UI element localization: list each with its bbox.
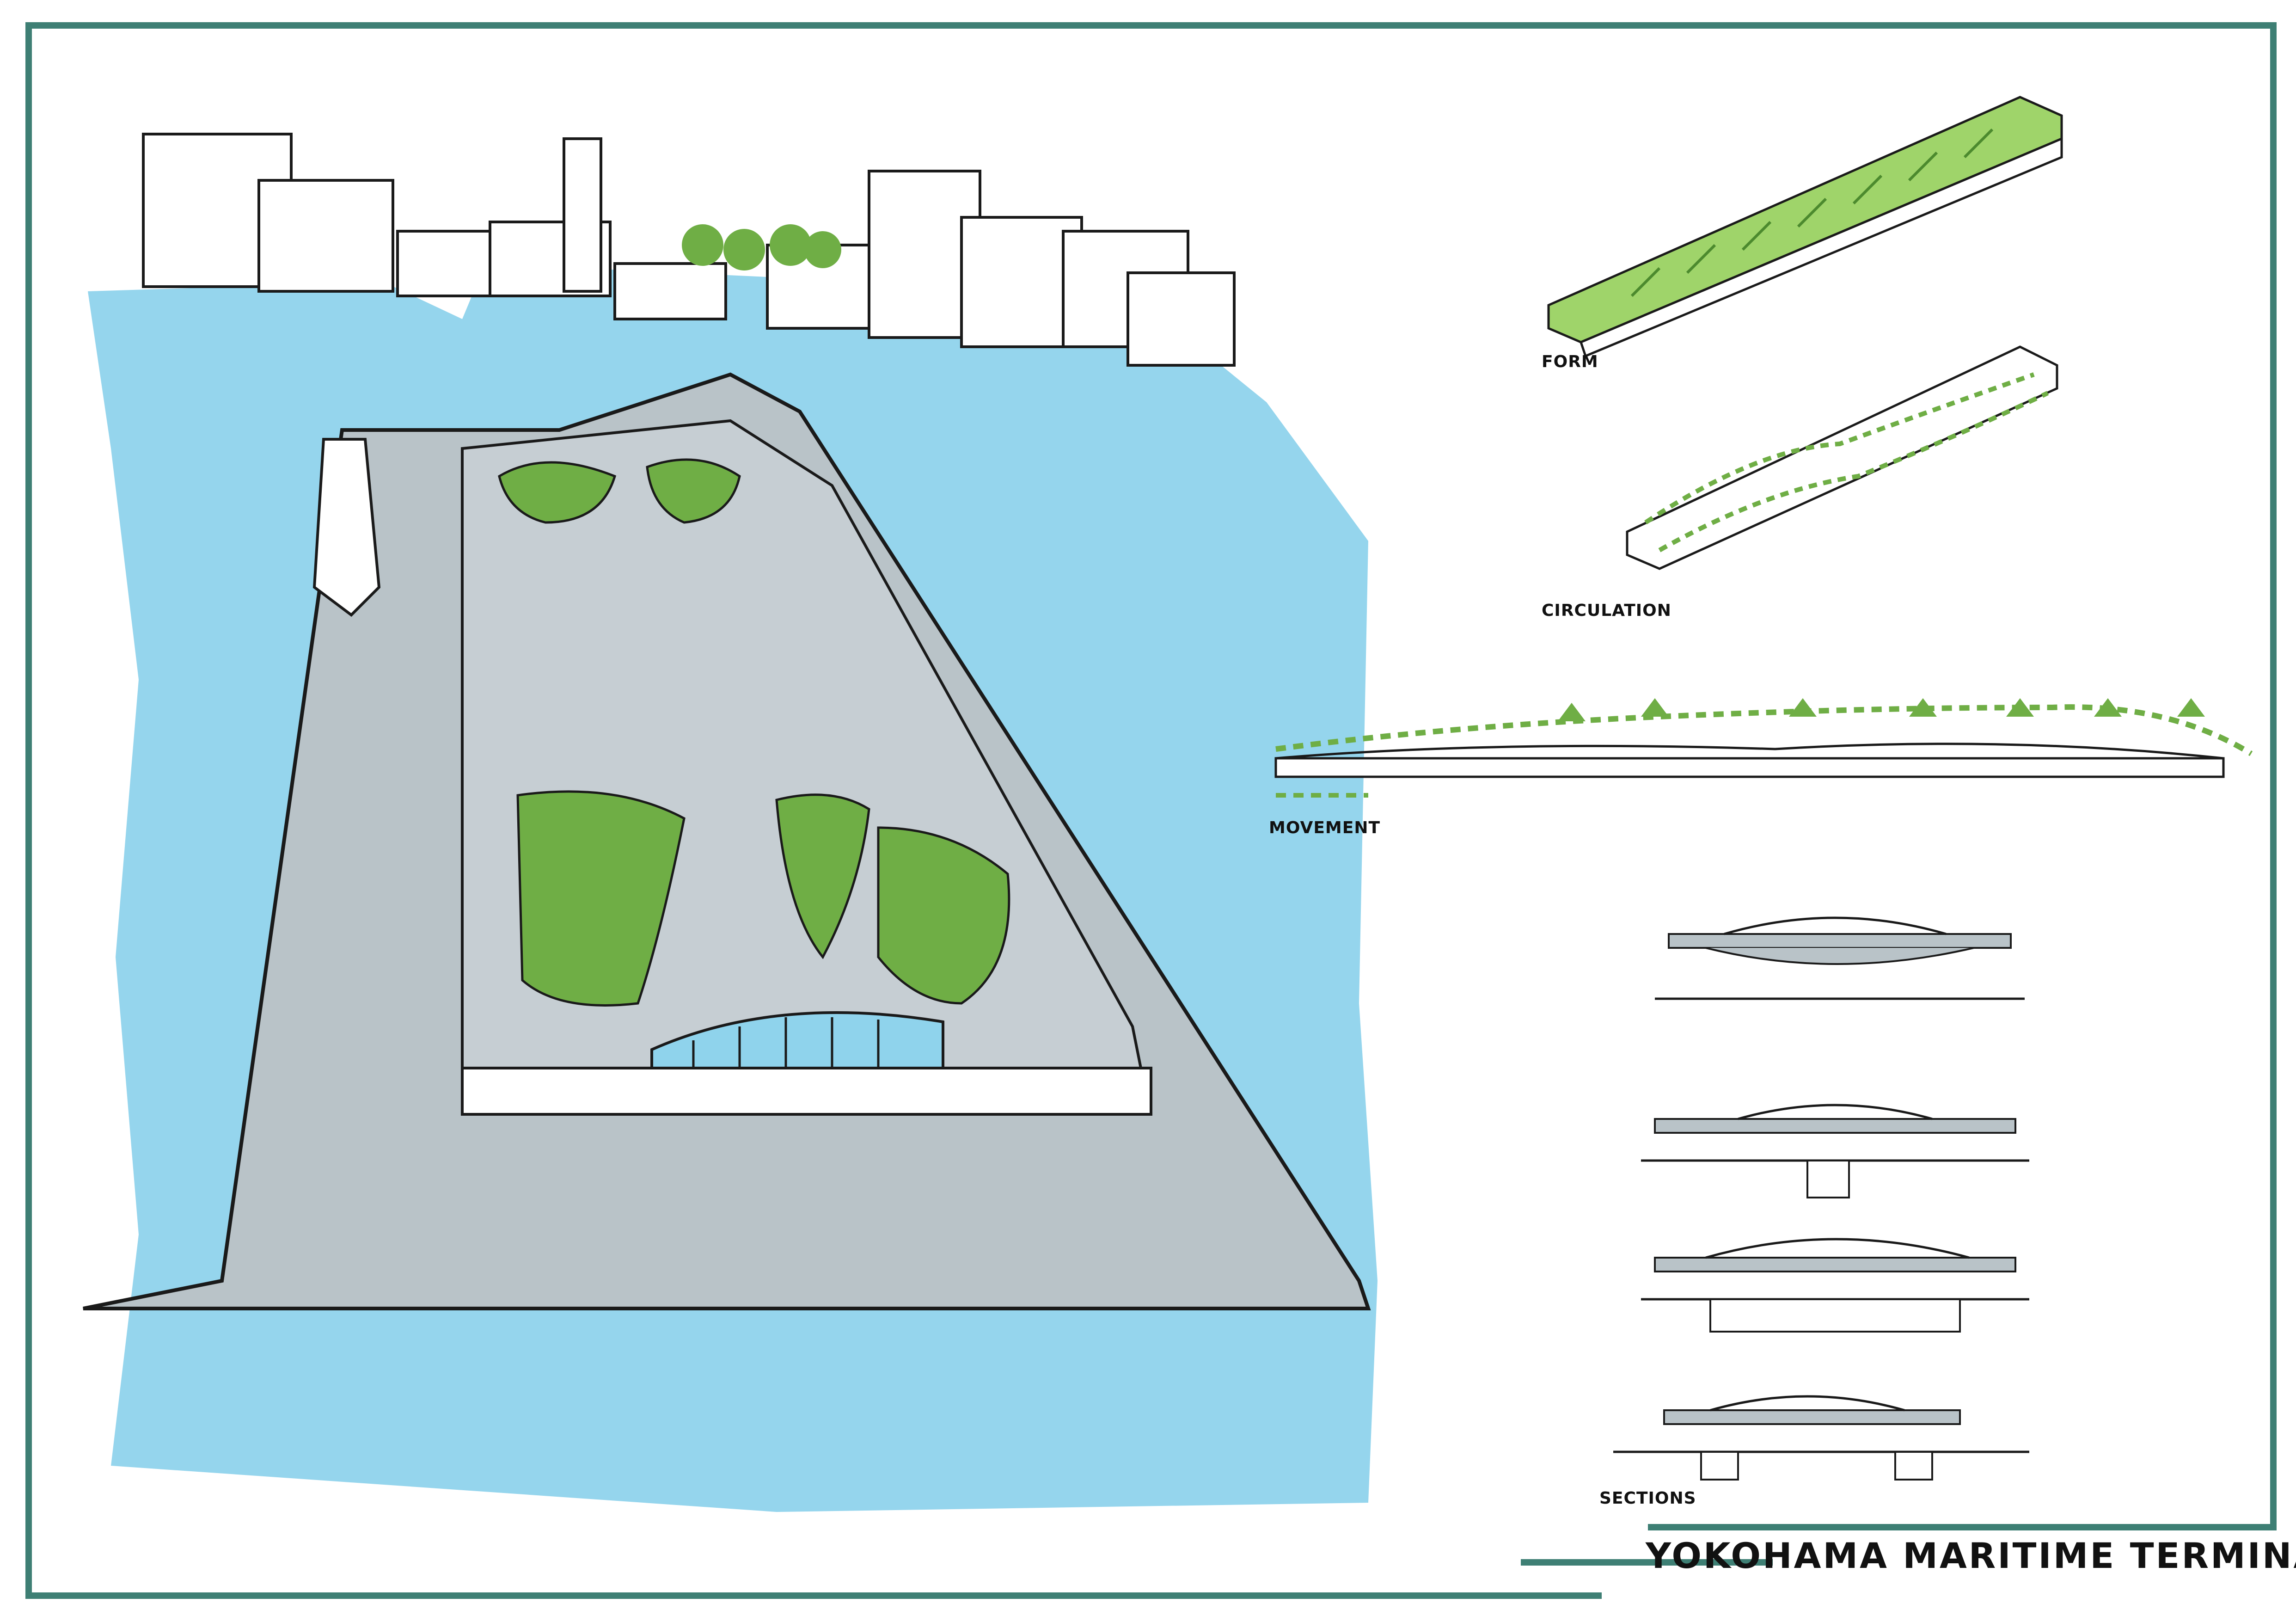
section-band [461, 1067, 1152, 1116]
section-diagram-4 [1613, 1395, 2029, 1481]
form-label: FORM [1542, 352, 1598, 371]
frame-bottom-right [1648, 1524, 2277, 1530]
ship [312, 438, 381, 617]
frame-left [25, 22, 32, 1599]
section-diagram-2 [1641, 1104, 2029, 1198]
frame-bottom [25, 1592, 1602, 1599]
green-roof-patches [498, 458, 1010, 1007]
circulation-label: CIRCULATION [1542, 601, 1671, 620]
frame-top [25, 22, 2277, 29]
frame-right [2270, 22, 2277, 1530]
movement-diagram [1274, 698, 2253, 798]
terminal-perspective-sketch [83, 133, 1378, 1512]
circulation-diagram [1626, 345, 2058, 570]
title-underline [1521, 1559, 1773, 1566]
page-title: YOKOHAMA MARITIME TERMINAL [1646, 1535, 2296, 1576]
section-diagram-3 [1641, 1238, 2029, 1333]
form-diagram [1547, 96, 2063, 358]
section-diagram-1 [1655, 916, 2025, 1000]
sections-label: SECTIONS [1599, 1489, 1696, 1508]
trees [682, 224, 841, 270]
city-skyline [142, 133, 1236, 367]
movement-label: MOVEMENT [1269, 818, 1381, 837]
